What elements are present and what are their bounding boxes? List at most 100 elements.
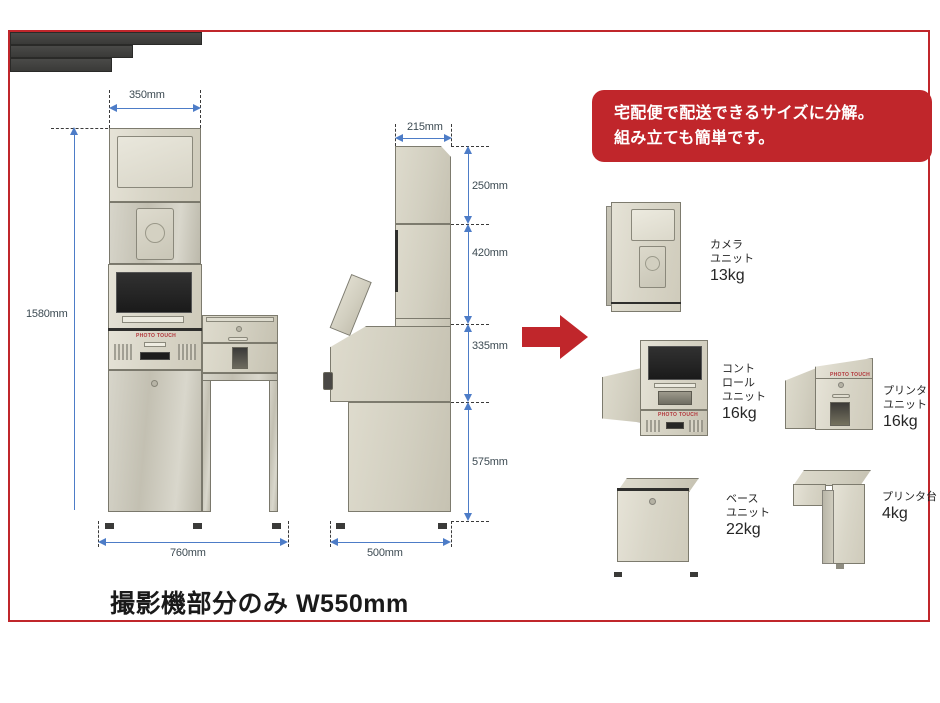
right-arrow-icon [522,313,588,361]
diagram-frame: 350mm 1580mm PHOTO TOUCH 760mm [8,30,937,622]
camera-unit-lens [645,256,660,271]
front-foot-3 [272,523,281,529]
control-unit-label-line3: ユニット [722,391,766,403]
dim-arrow-right [193,104,201,112]
dim-line-575 [468,406,469,517]
dim-arrow-215-left [395,134,403,142]
camera-unit-weight: 13kg [710,267,745,284]
base-unit-top-band [617,488,689,491]
printer-unit-label-line1: プリンタ [883,385,927,397]
side-camera-column [395,146,451,224]
base-unit-label-line2: ユニット [726,507,770,519]
ext-line-500-left [330,521,331,547]
front-pedestal [108,370,202,512]
printer-stand-label: プリンタ台 4kg [882,490,937,523]
printer-stand-label-line1: プリンタ台 [882,491,937,503]
base-unit-foot-left [614,572,622,577]
dim-line-335 [468,328,469,398]
banner-line-2: 組み立ても簡単です。 [614,130,775,147]
side-main-housing [330,326,451,402]
dim-base-width-side: 500mm [367,547,403,559]
camera-unit-label: カメラ ユニット 13kg [710,238,754,285]
front-module-divider [108,328,202,331]
dim-arrow-760-left [98,538,106,546]
dim-line-height [74,132,75,510]
front-receipt-slot [122,316,184,323]
control-unit-screen [648,346,702,380]
front-coin-slot [144,342,166,347]
printer-stand-weight: 4kg [882,505,908,522]
base-unit-label-line1: ベース [726,493,759,505]
printer-unit-weight: 16kg [883,413,918,430]
dim-seg-575: 575mm [472,456,508,468]
callout-banner: 宅配便で配送できるサイズに分解。 組み立ても簡単です。 [592,90,932,162]
dim-arrow-335-dn [464,394,472,402]
control-unit-slot2 [666,422,684,429]
front-stand-top [202,373,278,381]
camera-unit-window [631,209,675,241]
dim-line-front-width [111,108,199,109]
dim-arrow-left [109,104,117,112]
ext-line-top [51,128,113,129]
dim-arrow-575-up [464,402,472,410]
control-unit-keypad-left [646,420,660,432]
side-side-port [323,372,333,390]
dim-front-width: 350mm [129,89,165,101]
side-foot-2 [438,523,447,529]
ext-line-760-right [288,521,289,547]
control-unit-logo: PHOTO TOUCH [658,412,699,418]
camera-lens-icon [145,223,165,243]
printer-unit-label: プリンタ ユニット 16kg [883,384,927,431]
front-printer-output [232,347,248,369]
dim-side-width: 215mm [407,121,443,133]
side-transition-band [395,318,451,327]
dim-line-760 [100,542,286,543]
control-unit-weight: 16kg [722,405,757,422]
front-stand-right-leg [269,373,278,512]
dim-line-215 [397,138,450,139]
front-foot-2 [193,523,202,529]
front-keypad-right [178,344,196,360]
front-stand-left-leg [202,373,211,512]
control-unit-label-line2: ロール [722,377,755,389]
base-unit-weight: 22kg [726,521,761,538]
base-unit-platform [10,58,112,72]
dim-arrow-335-up [464,324,472,332]
front-pedestal-knob [151,380,158,387]
side-lower-cabinet [348,402,451,512]
dim-line-500 [332,542,449,543]
component-base-unit: ベース ユニット 22kg [10,58,928,577]
base-unit-knob [649,498,656,505]
printer-unit-output [830,402,850,426]
printer-unit-label-line2: ユニット [883,399,927,411]
dim-base-width-front: 760mm [170,547,206,559]
front-keypad-left [114,344,132,360]
dim-arrow-500-left [330,538,338,546]
dim-arrow-420-dn [464,316,472,324]
brand-logo: PHOTO TOUCH [136,333,177,339]
dim-seg-420: 420mm [472,247,508,259]
printer-stand-foot [836,564,844,569]
dim-line-250 [468,150,469,220]
base-unit-label: ベース ユニット 22kg [726,492,770,539]
printer-unit-left-side [785,367,819,429]
printer-stand-inner-face [822,490,834,564]
page-caption: 撮影機部分のみ W550mm [110,590,409,618]
front-printer-handle [228,337,248,341]
dim-arrow-250-up [464,146,472,154]
front-printer-topbar [206,317,274,322]
base-unit-foot-right [690,572,698,577]
dim-seg-335: 335mm [472,340,508,352]
ext-line-575-bot [451,521,489,522]
front-base-platform [10,32,202,45]
front-foot-1 [105,523,114,529]
front-display-screen [116,272,192,313]
control-unit-label-line1: コント [722,363,755,375]
banner-line-1: 宅配便で配送できるサイズに分解。 [614,105,875,122]
printer-unit-handle [832,394,850,398]
ext-line-500-right [451,521,452,547]
side-base-platform [10,45,133,58]
dim-arrow-760-right [280,538,288,546]
side-foot-1 [336,523,345,529]
dim-total-height: 1580mm [26,308,68,320]
